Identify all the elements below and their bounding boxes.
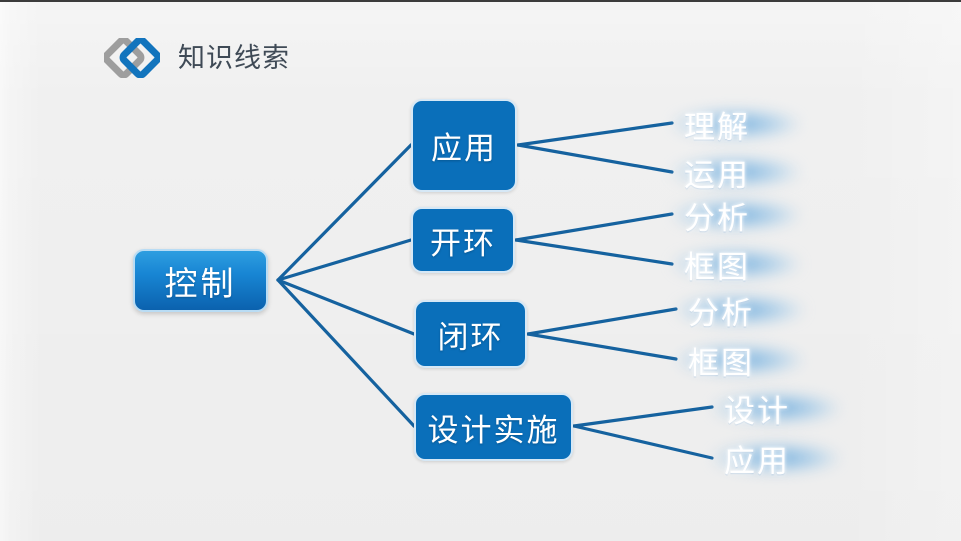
- leaf-glow: [673, 200, 799, 230]
- leaf-设计[interactable]: 设计: [713, 387, 839, 430]
- leaf-框图-closed[interactable]: 框图: [677, 339, 803, 382]
- leaf-label: 运用: [684, 157, 750, 194]
- leaf-label: 框图: [688, 345, 754, 382]
- edge-branch-0-leaf-1: [516, 143, 674, 174]
- leaf-glow: [677, 295, 803, 325]
- page-title: 知识线索: [178, 42, 290, 74]
- leaf-分析-closed[interactable]: 分析: [677, 289, 803, 332]
- leaf-glow: [713, 443, 839, 473]
- leaf-理解[interactable]: 理解: [673, 103, 799, 146]
- leaf-分析-open[interactable]: 分析: [673, 194, 799, 237]
- node-branch-开环[interactable]: 开环: [411, 207, 515, 273]
- leaf-label: 分析: [688, 295, 754, 332]
- leaf-glow: [673, 157, 799, 187]
- node-branch-闭环[interactable]: 闭环: [414, 300, 527, 368]
- node-branch-label: 闭环: [437, 319, 504, 356]
- node-branch-应用[interactable]: 应用: [411, 99, 517, 192]
- edge-branch-3-leaf-0: [572, 405, 714, 428]
- edge-root-to-branch-2: [276, 278, 416, 336]
- edge-branch-1-leaf-0: [514, 212, 674, 242]
- leaf-glow: [713, 393, 839, 423]
- leaf-glow: [677, 345, 803, 375]
- node-branch-设计实施[interactable]: 设计实施: [414, 393, 573, 461]
- edge-branch-3-leaf-1: [572, 424, 714, 460]
- leaf-label: 理解: [684, 109, 750, 146]
- edge-branch-2-leaf-0: [526, 307, 678, 336]
- double-diamond-logo-icon: [104, 38, 160, 78]
- edge-root-to-branch-0: [276, 143, 413, 282]
- node-root-label: 控制: [164, 263, 237, 303]
- edge-branch-1-leaf-1: [514, 238, 674, 266]
- node-root[interactable]: 控制: [133, 249, 268, 312]
- node-branch-label: 设计实施: [427, 412, 560, 449]
- leaf-框图-open[interactable]: 框图: [673, 243, 799, 286]
- edge-branch-2-leaf-1: [526, 332, 678, 361]
- node-branch-label: 开环: [430, 225, 496, 262]
- leaf-label: 框图: [684, 249, 750, 286]
- edge-root-to-branch-1: [276, 238, 413, 282]
- leaf-label: 分析: [684, 200, 750, 237]
- edge-branch-0-leaf-0: [516, 121, 674, 147]
- leaf-glow: [673, 109, 799, 139]
- leaf-运用[interactable]: 运用: [673, 151, 799, 194]
- leaf-应用-bottom[interactable]: 应用: [713, 437, 839, 480]
- leaf-glow: [673, 249, 799, 279]
- node-branch-label: 应用: [431, 131, 497, 167]
- leaf-label: 设计: [724, 393, 790, 430]
- edge-root-to-branch-3: [276, 278, 416, 428]
- slide-header: 知识线索: [104, 38, 290, 78]
- leaf-label: 应用: [724, 443, 790, 480]
